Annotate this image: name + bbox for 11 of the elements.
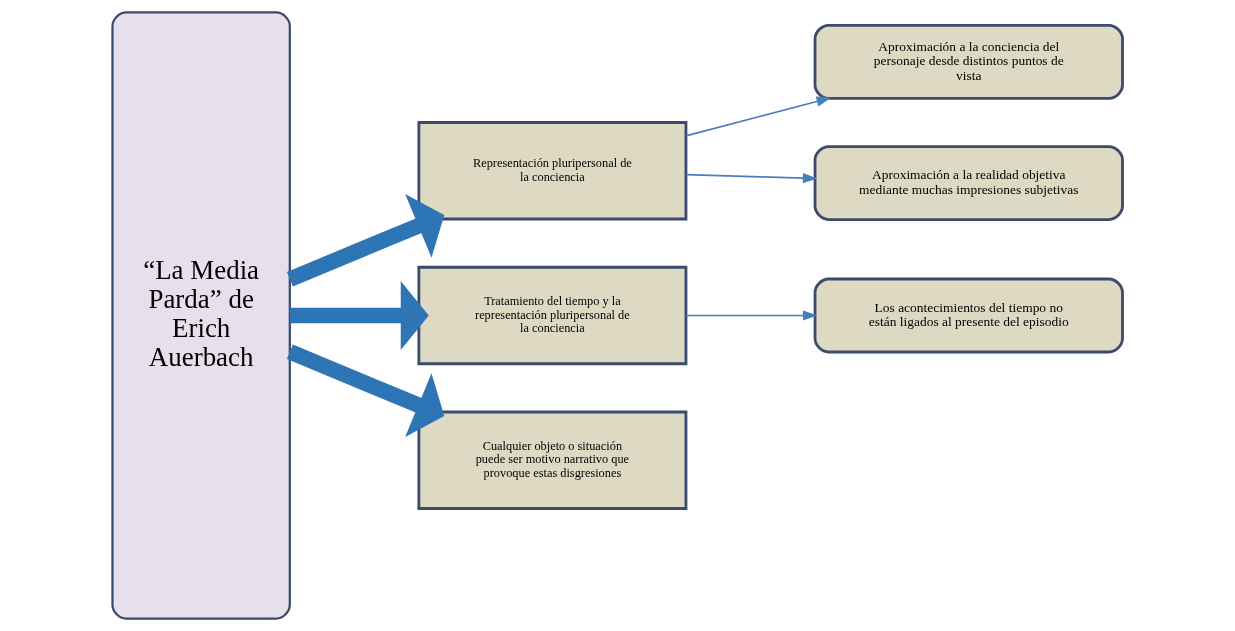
- node-box: Aproximación a la conciencia del personaje desde distintos puntos de vista: [813, 24, 1124, 100]
- node-box: Tratamiento del tiempo y la representación pluripersonal de la conciencia: [417, 265, 688, 366]
- arrow: [685, 173, 818, 184]
- arrow: [289, 281, 429, 350]
- node-box: Aproximación a la realidad objetiva mediante muchas impresiones subjetivas: [813, 145, 1124, 221]
- node-box: Representación pluripersonal de la conciencia: [417, 121, 688, 221]
- node-box: “La Media Parda” de Erich Auerbach: [111, 11, 291, 620]
- node-box: Cualquier objeto o situación puede ser motivo narrativo que provoque estas disgresiones: [417, 410, 688, 510]
- node-box: Los acontecimientos del tiempo no están ligados al presente del episodio: [813, 277, 1124, 354]
- arrow: [685, 96, 832, 137]
- arrow: [685, 310, 818, 321]
